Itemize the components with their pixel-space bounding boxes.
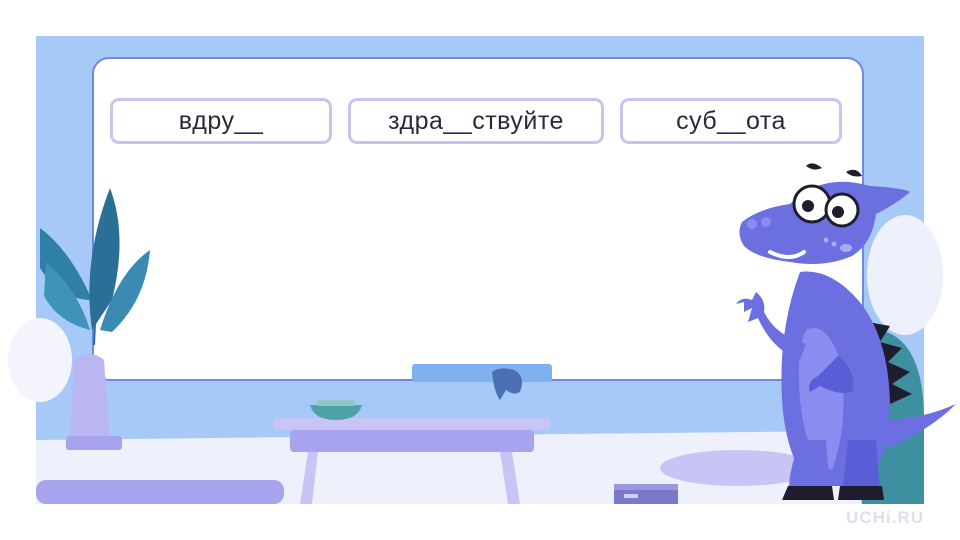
shelf: [36, 480, 284, 504]
word-card-3[interactable]: суб__ота: [620, 98, 842, 144]
word-card-1-text: вдру__: [178, 106, 264, 135]
bg-cloud-right: [867, 215, 943, 335]
word-card-3-text: суб__ота: [676, 106, 786, 135]
word-card-1[interactable]: вдру__: [110, 98, 332, 144]
board-tray: [412, 364, 552, 382]
word-card-2-text: здра__ствуйте: [388, 106, 564, 135]
brand-logo: UCHi.RU: [846, 508, 924, 527]
potted-plant-icon: [40, 188, 150, 450]
box-icon: [614, 484, 678, 504]
bowl-icon: [310, 400, 362, 420]
floor-spot: [660, 450, 816, 486]
word-card-2[interactable]: здра__ствуйте: [348, 98, 604, 144]
table: [274, 418, 550, 504]
bg-cloud-left: [8, 318, 72, 402]
dino-mascot-icon: [736, 163, 956, 500]
eraser-icon: [492, 368, 522, 400]
